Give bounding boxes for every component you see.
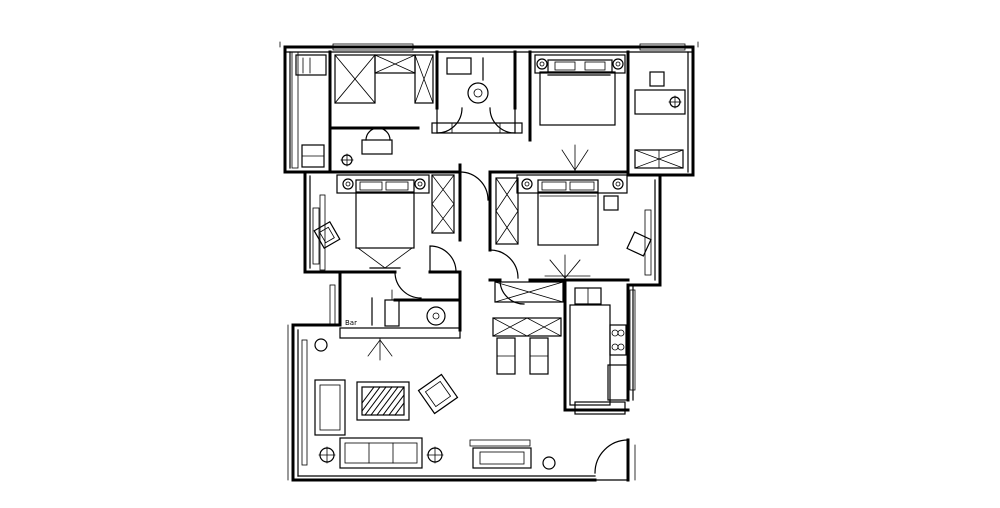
- middle-bathroom: Bar: [339, 289, 461, 361]
- coffee-table-hatch: [361, 386, 405, 416]
- doors: [394, 107, 629, 481]
- windows: [291, 43, 686, 466]
- bedroom-top-center: [534, 54, 686, 173]
- top-bathroom: [431, 57, 523, 134]
- bedroom-right: [495, 174, 652, 281]
- dimension-marks: [279, 41, 699, 481]
- kitchen: [492, 281, 629, 415]
- interior-walls: [328, 50, 630, 412]
- bar-label: Bar: [345, 319, 357, 327]
- exterior-walls: [283, 45, 695, 482]
- living-room: [314, 338, 556, 470]
- top-left-room: [295, 54, 434, 168]
- bedroom-left: [313, 174, 455, 269]
